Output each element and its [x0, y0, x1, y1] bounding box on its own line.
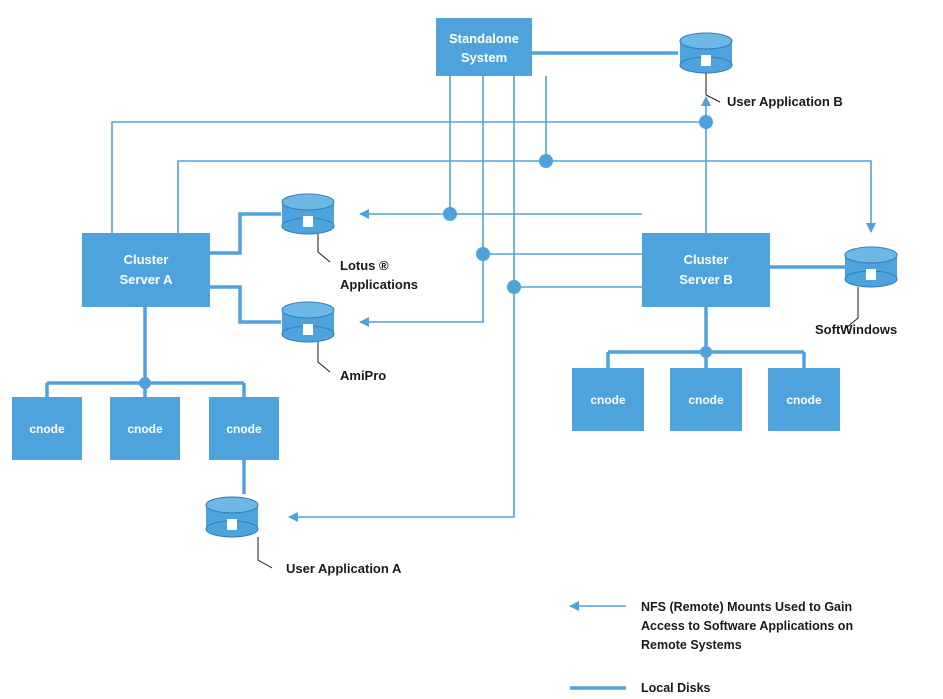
softwindows-label: SoftWindows: [815, 322, 897, 337]
cnode-b2: cnode: [670, 368, 742, 431]
server-a-label-line1: Cluster: [124, 252, 169, 267]
server-a-label-line2: Server A: [120, 272, 174, 287]
junction-dot: [507, 280, 521, 294]
local-line-serverB-cnodes: [606, 307, 806, 368]
standalone-system: Standalone System: [436, 18, 532, 76]
local-line-serverA-lotus: [210, 212, 281, 255]
user-app-a-label: User Application A: [286, 561, 402, 576]
nfs-line-serverA-to-softwindows: [177, 160, 876, 233]
cnode-a1: cnode: [12, 397, 82, 460]
legend-nfs-line2: Access to Software Applications on: [641, 619, 853, 633]
nfs-line-standalone-to-amipro: [359, 76, 484, 327]
user-app-b-label: User Application B: [727, 94, 843, 109]
disk-user-application-a: User Application A: [205, 496, 402, 576]
cnode-a3: cnode: [209, 397, 279, 460]
nfs-line-standalone-to-user-app-a: [288, 76, 515, 522]
cnode-label: cnode: [127, 422, 163, 436]
legend: NFS (Remote) Mounts Used to Gain Access …: [569, 600, 853, 695]
cnode-b3: cnode: [768, 368, 840, 431]
cluster-server-a: Cluster Server A: [82, 233, 210, 307]
junction-dot: [539, 154, 553, 168]
server-b-label-line1: Cluster: [684, 252, 729, 267]
standalone-label-line2: System: [461, 50, 507, 65]
disk-amipro: AmiPro: [281, 301, 386, 383]
lotus-label-line1: Lotus ®: [340, 258, 389, 273]
junction-dot: [700, 346, 712, 358]
junction-dots: [139, 115, 713, 389]
junction-dot: [476, 247, 490, 261]
cnode-b1: cnode: [572, 368, 644, 431]
cnode-label: cnode: [29, 422, 65, 436]
disk-user-application-b: User Application B: [679, 32, 843, 109]
legend-nfs-line1: NFS (Remote) Mounts Used to Gain: [641, 600, 852, 614]
junction-dot: [139, 377, 151, 389]
junction-dot: [443, 207, 457, 221]
cnode-a2: cnode: [110, 397, 180, 460]
nfs-line-serverA-to-serverB-user-app-b: [111, 121, 706, 233]
lotus-label-line2: Applications: [340, 277, 418, 292]
cnode-label: cnode: [688, 393, 724, 407]
standalone-label-line1: Standalone: [449, 31, 519, 46]
legend-nfs-line3: Remote Systems: [641, 638, 742, 652]
nfs-mount-lines: [111, 76, 876, 522]
amipro-label: AmiPro: [340, 368, 386, 383]
cluster-server-b: Cluster Server B: [642, 233, 770, 307]
cnode-label: cnode: [786, 393, 822, 407]
cnode-label: cnode: [226, 422, 262, 436]
legend-local-label: Local Disks: [641, 681, 711, 695]
local-line-serverA-amipro: [210, 285, 281, 324]
junction-dot: [699, 115, 713, 129]
disk-softwindows: SoftWindows: [815, 246, 898, 337]
server-b-label-line2: Server B: [679, 272, 732, 287]
cnode-label: cnode: [590, 393, 626, 407]
disk-lotus-applications: Lotus ® Applications: [281, 193, 418, 292]
